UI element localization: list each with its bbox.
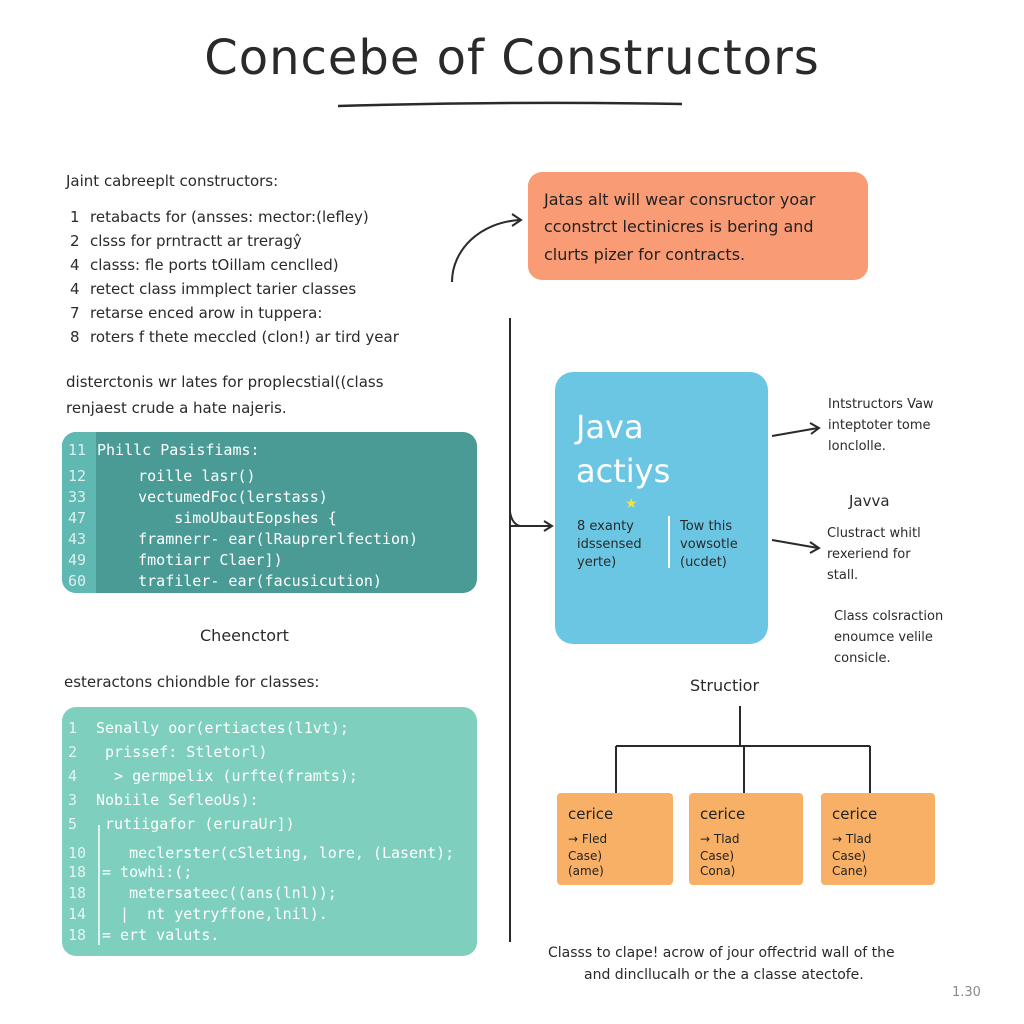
checkpoint-label: Cheenctort: [200, 626, 289, 645]
code-indent-guide: [98, 825, 100, 945]
arrow-to-clustract: [771, 539, 819, 549]
divider-brace: [509, 511, 521, 527]
extractions-label: esteractons chiondble for classes:: [64, 673, 320, 691]
distinctions-line-2: renjaest crude a hate najeris.: [66, 399, 287, 417]
star-icon: ★: [625, 496, 638, 512]
java-card-divider: [668, 516, 670, 568]
code-gutter: [62, 432, 96, 593]
java-card-title-1: Java: [576, 408, 644, 446]
orange-note: Jatas alt will wear consructor yoar ccon…: [528, 172, 868, 280]
arrow-to-clustract-head: [809, 541, 821, 554]
title-underline: [337, 101, 683, 108]
java-card: Java actiys ★ 8 exanty idssensed yerte) …: [555, 372, 768, 644]
arrow-to-java-card-head: [543, 520, 554, 532]
orange-note-line: Jatas alt will wear consructor yoar: [544, 190, 816, 209]
orange-note-line: cconstrct lectinicres is bering and: [544, 217, 814, 236]
footer-line-1: Classs to clape! acrow of jour offectrid…: [548, 945, 895, 961]
structure-label: Structior: [690, 676, 760, 695]
clustract-note: Clustract whitl rexeriend for stall.: [827, 526, 921, 583]
class-collection-note: Class colsraction enoumce velile consicl…: [834, 609, 944, 666]
arrow-to-orange-note: [451, 219, 521, 283]
intro-text: Jaint cabreeplt constructors:: [66, 172, 279, 190]
page-number: 1.30: [952, 985, 981, 1000]
structure-node: cerice → Tlad Case) Cona): [689, 793, 803, 885]
orange-note-line: clurts pizer for contracts.: [544, 245, 746, 264]
page-title: Concebe of Constructors: [204, 30, 820, 86]
structure-node: cerice → Tlad Case) Cane): [821, 793, 935, 885]
arrow-to-instructors-head: [809, 422, 821, 435]
distinctions-line-1: disterctonis wr lates for proplecstial((…: [66, 373, 384, 391]
arrow-to-orange-note-head: [511, 213, 523, 227]
java-card-left-text: 8 exanty idssensed yerte): [577, 519, 642, 570]
arrow-to-instructors: [771, 427, 819, 437]
instructors-note: Intstructors Vaw inteptoter tome lonclol…: [828, 397, 934, 454]
javva-label: Javva: [849, 492, 890, 510]
java-card-title-2: actiys: [576, 452, 671, 490]
footer-line-2: and dincllucalh or the a classe atectofe…: [584, 967, 864, 983]
structure-node: cerice → Fled Case) (ame): [557, 793, 673, 885]
java-card-right-text: Tow this vowsotle (ucdet): [680, 519, 738, 570]
